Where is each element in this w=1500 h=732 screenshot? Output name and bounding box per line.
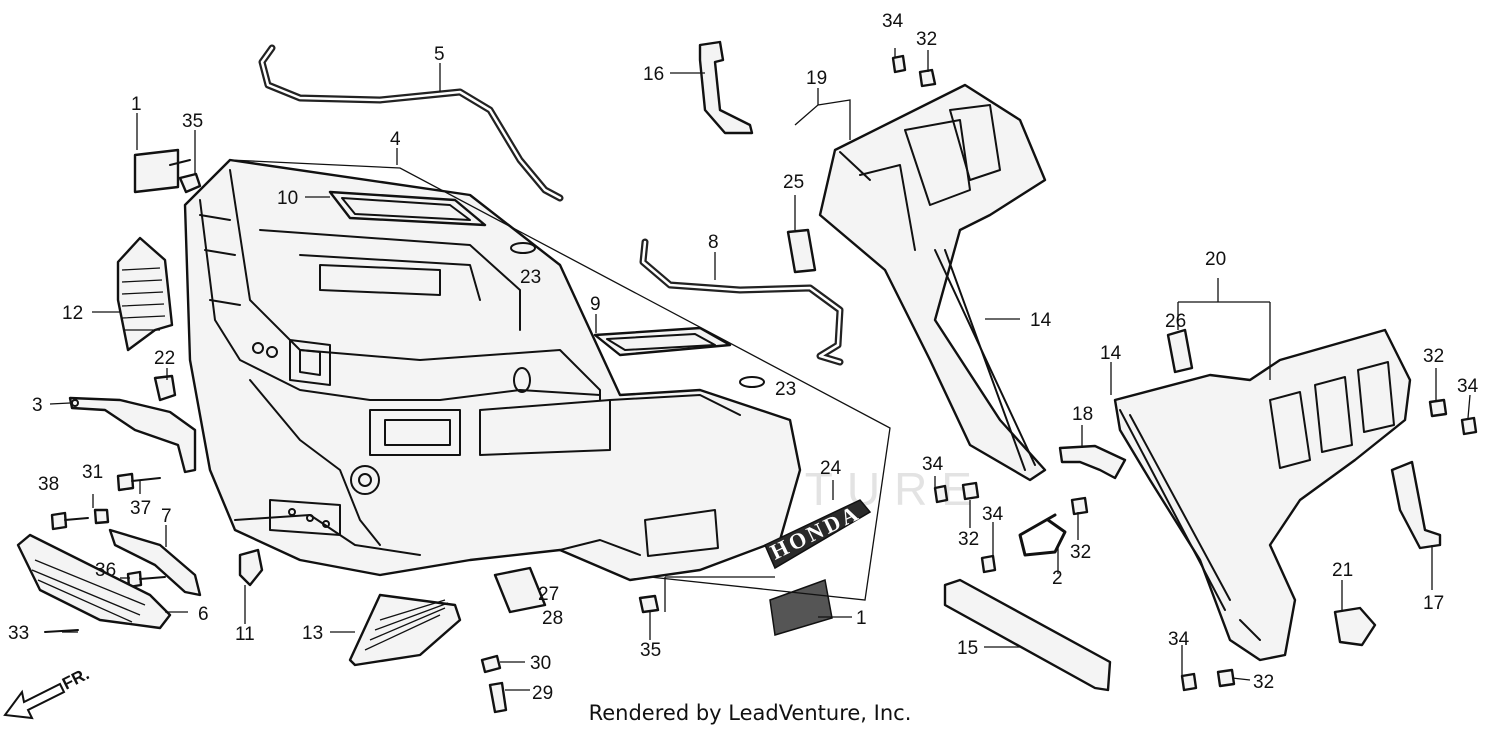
callout: 19 (806, 68, 827, 89)
callout-labels: 1 35 5 4 10 16 19 34 32 25 23 8 12 22 9 … (8, 11, 1479, 704)
callout: 10 (277, 188, 298, 209)
grommet-part (739, 376, 765, 388)
bracket-side-part (1058, 444, 1127, 480)
lower-grille-part (16, 533, 172, 630)
callout: 14 (1100, 343, 1122, 364)
screw-mid2-part (980, 554, 997, 574)
plate-part (133, 148, 191, 194)
bracket-part (698, 40, 754, 135)
callout: 8 (708, 232, 719, 253)
callout: 32 (1070, 542, 1091, 563)
callout: 1 (131, 94, 142, 115)
callout: 34 (1457, 376, 1479, 397)
callout: 5 (434, 44, 445, 65)
direction-label: FR. (59, 664, 92, 693)
callout: 27 (538, 584, 559, 605)
callout: 34 (882, 11, 904, 32)
callout: 35 (640, 640, 661, 661)
callout: 34 (922, 454, 944, 475)
screw-part (488, 681, 508, 714)
clip-part (153, 374, 177, 402)
vent-part (116, 236, 174, 352)
callout: 16 (643, 64, 664, 85)
callout: 15 (957, 638, 978, 659)
stay-part (68, 396, 197, 474)
callout: 1 (856, 608, 867, 629)
screw-right-part (1460, 416, 1478, 436)
callout: 35 (182, 111, 203, 132)
decal-side-part (1166, 328, 1194, 374)
inner-frame-part (328, 190, 487, 227)
callout: 18 (1072, 404, 1093, 425)
callout: 17 (1423, 593, 1444, 614)
callout: 32 (1423, 346, 1444, 367)
assembly-outline (229, 159, 891, 601)
front-fairing (183, 158, 802, 582)
callout: 12 (62, 303, 83, 324)
callout: 4 (390, 129, 401, 150)
callout: 22 (154, 348, 175, 369)
callout: 38 (38, 474, 59, 495)
clip-wire-part (1018, 513, 1067, 557)
callout: 23 (520, 267, 541, 288)
screw-mid-part (933, 484, 949, 504)
callout: 34 (982, 504, 1004, 525)
plate-lower-part (493, 566, 547, 614)
callout: 3 (32, 395, 43, 416)
callout: 25 (783, 172, 804, 193)
bracket-small-part (108, 528, 202, 597)
bolt-parts (44, 472, 166, 633)
callout: 36 (95, 560, 116, 581)
callout: 6 (198, 604, 209, 625)
leader-lines (49, 48, 1471, 691)
callout: 14 (1030, 310, 1052, 331)
molding-part (943, 578, 1112, 692)
callout: 9 (590, 294, 601, 315)
callout: 32 (1253, 672, 1274, 693)
washer-part (480, 654, 502, 674)
callout: 20 (1205, 249, 1226, 270)
callout: 24 (820, 458, 842, 479)
nut-lower-part (638, 594, 660, 614)
callout: 37 (130, 498, 151, 519)
callout: 29 (532, 683, 553, 704)
nut-right-part (1428, 398, 1448, 418)
lower-vent-part (348, 593, 462, 667)
callout: 30 (530, 653, 551, 674)
callout: 11 (235, 624, 255, 645)
callout: 13 (302, 623, 323, 644)
callout: 34 (1168, 629, 1190, 650)
clip-right-part (1333, 606, 1377, 647)
frame-part (593, 326, 732, 357)
nut-mid2-part (1070, 496, 1089, 516)
callout: 33 (8, 623, 29, 644)
reflector-part (769, 578, 833, 636)
grommet-part (510, 242, 536, 254)
nut-mid-part (961, 481, 980, 501)
decal-part (786, 228, 817, 274)
callout: 32 (958, 529, 979, 550)
clip-small-part (238, 548, 264, 587)
callout: 23 (775, 379, 796, 400)
credit-line: Rendered by LeadVenture, Inc. (588, 701, 912, 725)
nut-top-part (918, 68, 937, 88)
nut-part (178, 172, 202, 194)
callout: 7 (161, 506, 172, 527)
screw-top-part (891, 54, 907, 74)
side-panel-lower (1113, 328, 1412, 662)
side-panel-upper (818, 83, 1047, 482)
callout: 2 (1052, 568, 1063, 589)
callout: 26 (1165, 311, 1186, 332)
callout: 32 (916, 29, 937, 50)
callout: 31 (82, 462, 103, 483)
bracket-right-part (1390, 460, 1442, 550)
callout: 21 (1332, 560, 1353, 581)
callout: 28 (542, 608, 563, 629)
nut-bottom-part (1216, 668, 1236, 688)
screw-bottom-part (1180, 672, 1198, 692)
